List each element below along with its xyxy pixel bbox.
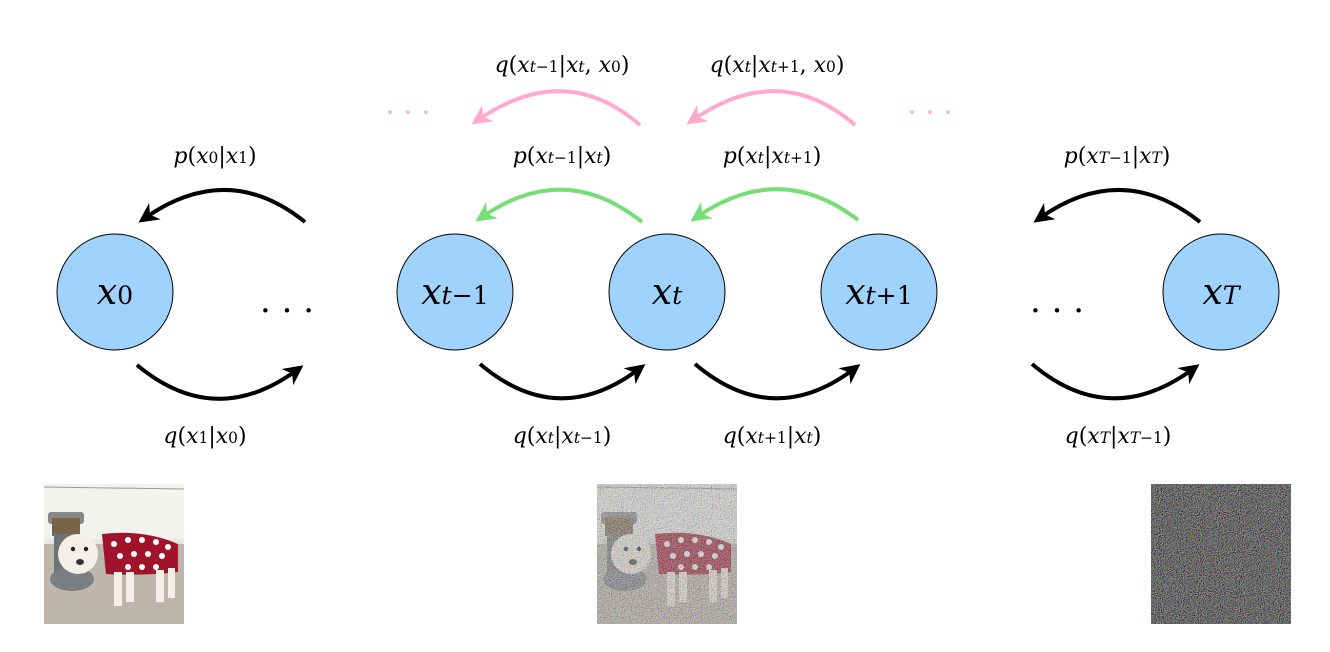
- clean-image: [43, 483, 185, 625]
- reverse-label: p(x0|x1): [173, 144, 256, 169]
- node-x0: x0: [56, 233, 174, 351]
- forward-arrow: [478, 362, 646, 401]
- node-label: xt−1: [421, 272, 489, 313]
- reverse-arrow: [1033, 188, 1202, 224]
- ellipsis-pink-right: · · ·: [908, 96, 953, 129]
- node-xT: xT: [1162, 233, 1280, 351]
- forward-arrow: [693, 362, 861, 401]
- reverse-label: p(xt−1|xt): [513, 144, 612, 169]
- forward-arrow: [1030, 362, 1200, 401]
- posterior-arrow-2: [686, 89, 857, 127]
- reverse-arrow: [690, 187, 860, 222]
- forward-arrow: [135, 363, 304, 401]
- reverse-arrow: [475, 187, 644, 224]
- node-xt: xt: [608, 233, 726, 351]
- posterior-label: q(xt−1|xt, x0): [495, 53, 630, 78]
- node-xt-minus-1: xt−1: [396, 233, 514, 351]
- ellipsis-left: · · ·: [260, 291, 314, 331]
- node-xt-plus-1: xt+1: [820, 233, 938, 351]
- node-label: x0: [97, 272, 133, 313]
- forward-label: q(xT|xT−1): [1065, 424, 1172, 449]
- ellipsis-right: · · ·: [1030, 291, 1084, 331]
- node-label: xt: [652, 272, 683, 313]
- forward-label: q(xt|xt−1): [513, 424, 612, 449]
- reverse-label: p(xT−1|xT): [1064, 144, 1171, 169]
- forward-label: q(x1|x0): [163, 424, 246, 449]
- posterior-label: q(xt|xt+1, x0): [710, 53, 845, 78]
- noisy-image: [596, 483, 738, 625]
- node-label: xT: [1202, 272, 1241, 313]
- noise-image: [1151, 484, 1291, 624]
- reverse-arrow: [138, 188, 307, 224]
- ellipsis-pink-left: · · ·: [386, 96, 431, 129]
- forward-label: q(xt+1|xt): [723, 424, 822, 449]
- posterior-arrow-1: [471, 89, 642, 127]
- node-label: xt+1: [845, 272, 913, 313]
- reverse-label: p(xt|xt+1): [723, 144, 822, 169]
